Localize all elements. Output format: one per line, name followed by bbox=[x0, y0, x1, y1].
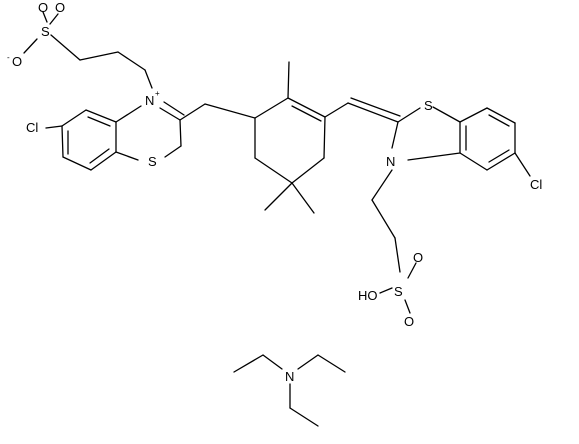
atom-s-sulfonate-left: S bbox=[41, 24, 50, 39]
right-sulfopropyl-group bbox=[371, 169, 417, 314]
atom-o-minus: O bbox=[12, 54, 22, 69]
cyclohexene-ring bbox=[204, 61, 349, 214]
atom-o-sulfonate-top-right: O bbox=[55, 0, 65, 15]
atom-n-plus: N bbox=[145, 93, 154, 108]
atom-cl-right: Cl bbox=[530, 177, 542, 192]
atom-s-left-ring: S bbox=[148, 154, 157, 169]
atom-o-right-bottom: O bbox=[404, 314, 414, 329]
atom-ho: HO bbox=[358, 288, 378, 303]
atom-n-amine: N bbox=[285, 369, 294, 384]
right-benzothiazoline-ring bbox=[347, 97, 531, 177]
left-sulfonate-group bbox=[23, 11, 153, 89]
atom-cl-left: Cl bbox=[26, 120, 38, 135]
atom-o-right-top: O bbox=[413, 250, 423, 265]
atom-s-right-sulfo: S bbox=[394, 284, 403, 299]
plus-sign: + bbox=[155, 89, 160, 98]
atom-s-right-ring: S bbox=[424, 98, 433, 113]
minus-sign: - bbox=[7, 53, 10, 62]
triethylamine bbox=[233, 354, 346, 427]
atom-o-sulfonate-top-left: O bbox=[38, 0, 48, 15]
atom-n-right: N bbox=[386, 154, 395, 169]
left-benzothiazolium-ring bbox=[45, 101, 206, 171]
